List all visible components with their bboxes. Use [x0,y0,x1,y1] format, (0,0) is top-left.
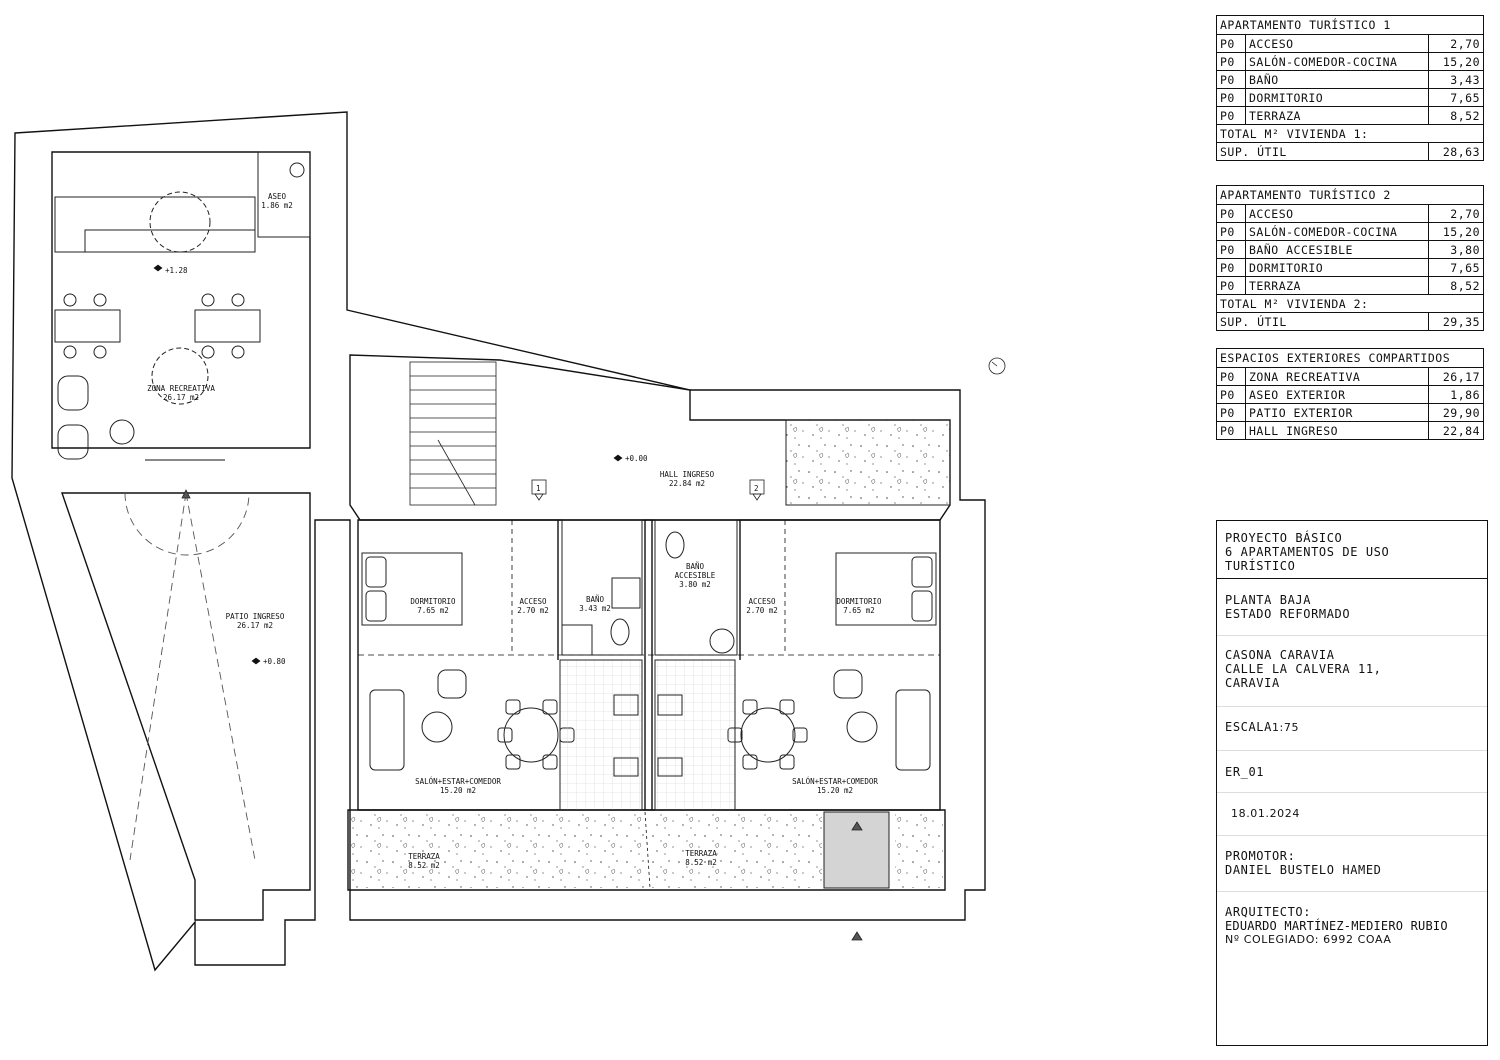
door-tag: 1 [536,484,541,493]
room-area: 26.17 m2 [237,621,273,630]
patio-geometry [124,459,256,861]
room-name: SALÓN+ESTAR+COMEDOR [792,777,878,786]
vegetation [350,419,951,889]
level-label: +0.00 [625,454,648,463]
level-marker-icon [153,264,163,272]
location: CASONA CARAVIA CALLE LA CALVERA 11, CARA… [1225,648,1382,690]
total-label: TOTAL M² VIVIENDA 1: [1216,124,1484,143]
total-label: TOTAL M² VIVIENDA 2: [1216,294,1484,313]
promoter: PROMOTOR: DANIEL BUSTELO HAMED [1225,849,1382,877]
apartment-furniture [361,519,937,811]
level-label: +0.80 [263,657,286,666]
room-name: DORMITORIO [836,597,882,606]
room-name: PATIO INGRESO [226,612,285,621]
room-area: 7.65 m2 [417,606,449,615]
room-area: 8.52 m2 [685,858,717,867]
table-title: ESPACIOS EXTERIORES COMPARTIDOS [1216,348,1484,368]
level-marker-icon [251,657,261,665]
room-name: TERRAZA [685,849,717,858]
drawing-title: PLANTA BAJA ESTADO REFORMADO [1225,593,1351,621]
room-name: SALÓN+ESTAR+COMEDOR [415,777,501,786]
room-area: 22.84 m2 [669,479,705,488]
door-tag-markers [181,357,1006,941]
stair [409,361,497,506]
room-area: 2.70 m2 [517,606,549,615]
sup-label: SUP. ÚTIL [1216,312,1429,331]
sup-value: 29,35 [1428,312,1484,331]
architect: ARQUITECTO: EDUARDO MARTÍNEZ-MEDIERO RUB… [1225,905,1448,946]
room-name: ACCESO [748,597,776,606]
room-area: 2.70 m2 [746,606,778,615]
level-marker-icon [613,454,623,462]
level-marks: +1.28 +0.00 +0.80 1 2 [153,264,759,666]
room-area: 15.20 m2 [817,786,853,795]
sup-value: 28,63 [1428,142,1484,161]
room-area: 15.20 m2 [440,786,476,795]
room-name: ASEO [268,192,287,201]
sheet-code: ER_01 [1225,765,1265,779]
room-area: 3.43 m2 [579,604,611,613]
room-area: 8.52 m2 [408,861,440,870]
project-title: PROYECTO BÁSICO 6 APARTAMENTOS DE USO TU… [1225,531,1390,573]
room-area: 7.65 m2 [843,606,875,615]
room-area: 3.80 m2 [679,580,711,589]
room-name: DORMITORIO [410,597,456,606]
room-name: ZONA RECREATIVA [147,384,215,393]
level-label: +1.28 [165,266,188,275]
title-block: PROYECTO BÁSICO 6 APARTAMENTOS DE USO TU… [1216,520,1488,1046]
interior-walls [358,520,940,889]
room-name: ACCESO [519,597,547,606]
room-name: BAÑO [586,595,605,604]
floor-plan: ASEO 1.86 m2 ZONA RECREATIVA 26.17 m2 PA… [11,111,1006,972]
room-name: HALL INGRESO [660,470,715,479]
table-title: APARTAMENTO TURÍSTICO 1 [1216,15,1484,35]
room-area: 1.86 m2 [261,201,293,210]
room-name: ACCESIBLE [675,571,716,580]
sup-label: SUP. ÚTIL [1216,142,1429,161]
door-tag: 2 [754,484,759,493]
room-labels: ASEO 1.86 m2 ZONA RECREATIVA 26.17 m2 PA… [147,192,882,870]
room-name: BAÑO [686,562,705,571]
recreation-furniture [54,151,311,460]
date: 18.01.2024 [1231,807,1300,820]
room-name: TERRAZA [408,852,440,861]
table-title: APARTAMENTO TURÍSTICO 2 [1216,185,1484,205]
room-area: 26.17 m2 [163,393,199,402]
site-outline [11,111,986,972]
scale: ESCALA1:75 [1225,720,1300,734]
